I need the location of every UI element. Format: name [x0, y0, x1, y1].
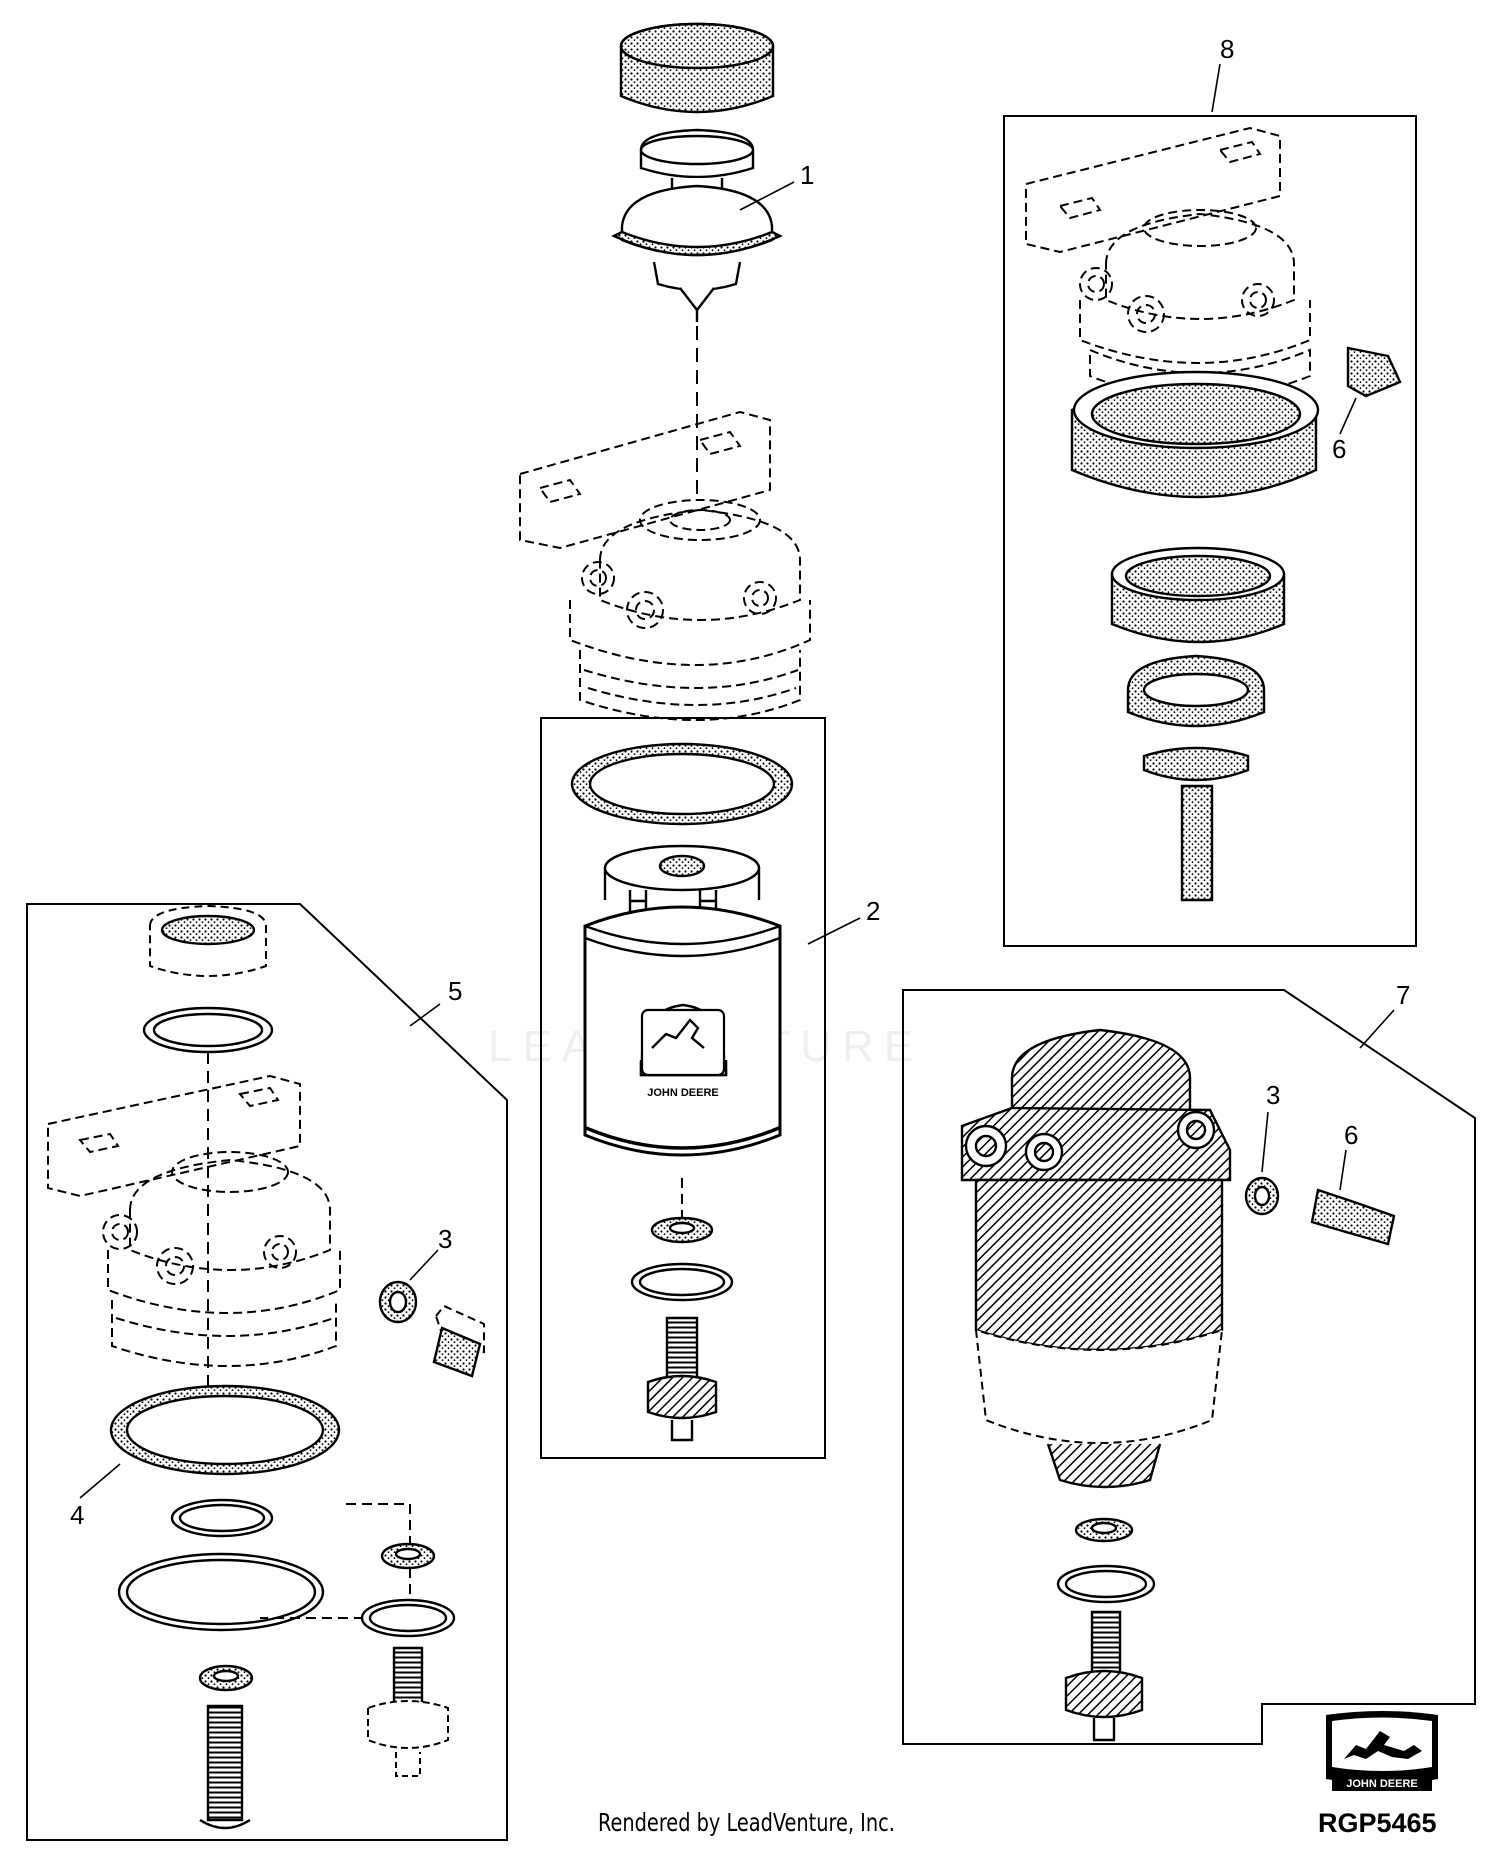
filter-brand-label: JOHN DEERE: [647, 1087, 719, 1099]
callout-7: 7: [1396, 980, 1410, 1010]
kit-box-8: [1003, 115, 1417, 947]
knurled-cap: [619, 22, 775, 114]
john-deere-logo: JOHN DEERE: [1322, 1709, 1442, 1803]
logo-wordmark: JOHN DEERE: [1346, 1778, 1418, 1790]
footer-credit: Rendered by LeadVenture, Inc.: [598, 1808, 895, 1837]
diagram-part-number: RGP5465: [1318, 1808, 1437, 1838]
kit-box-5: [26, 903, 508, 1841]
callout-4: 4: [70, 1500, 84, 1530]
callout-6-bottom: 6: [1344, 1120, 1358, 1150]
callout-6-top: 6: [1332, 434, 1346, 464]
filter-head-right: [1025, 126, 1402, 902]
callout-3-right: 3: [1266, 1080, 1280, 1110]
filter-element-2: [570, 742, 794, 1442]
filter-head-center: [519, 410, 811, 721]
callout-5: 5: [448, 976, 462, 1006]
primer-pump-part-1: [611, 128, 783, 322]
filter-head-left: [47, 904, 485, 1830]
sediment-bowl-7: [960, 1028, 1396, 1742]
callout-labels: 1 2 3 3 4 5 6 6 7 8: [70, 34, 1410, 1530]
leader-lines: [79, 63, 1395, 1499]
callout-3-left: 3: [438, 1224, 452, 1254]
kit-box-7: [902, 989, 1476, 1745]
callout-2: 2: [866, 896, 880, 926]
filter-kit-box-2: [540, 717, 826, 1459]
callout-8: 8: [1220, 34, 1234, 64]
callout-1: 1: [800, 160, 814, 190]
deer-icon: [1344, 1731, 1422, 1759]
